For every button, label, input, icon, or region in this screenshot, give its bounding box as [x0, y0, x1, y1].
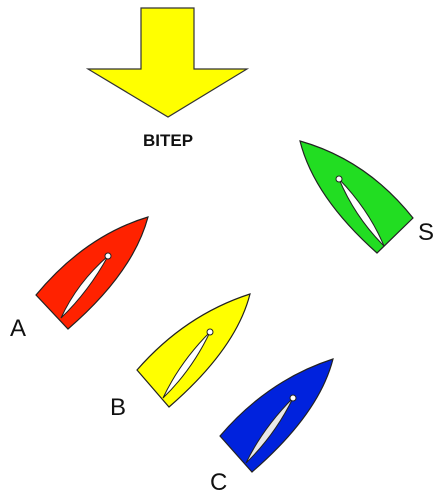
wind-arrow: [85, 7, 250, 118]
boat-s-hull: [299, 140, 414, 254]
boat-c-mast: [289, 394, 297, 402]
boat-a-sail: [60, 255, 109, 319]
boat-s-label: S: [418, 219, 434, 246]
boat-s: [299, 140, 414, 254]
boat-a-mast: [104, 252, 112, 260]
boat-c: [219, 358, 334, 473]
boat-s-mast: [335, 175, 343, 183]
boat-b-label: B: [110, 394, 126, 421]
boat-a: [35, 216, 149, 330]
boat-a-label: A: [10, 315, 26, 342]
boat-c-sail: [245, 397, 294, 464]
boat-b-sail: [162, 331, 211, 399]
boat-c-label: C: [210, 469, 227, 492]
wind-label: ВІТЕР: [143, 131, 193, 150]
boat-s-sail: [338, 178, 385, 247]
boat-b-mast: [206, 328, 214, 336]
boat-b: [136, 293, 251, 408]
